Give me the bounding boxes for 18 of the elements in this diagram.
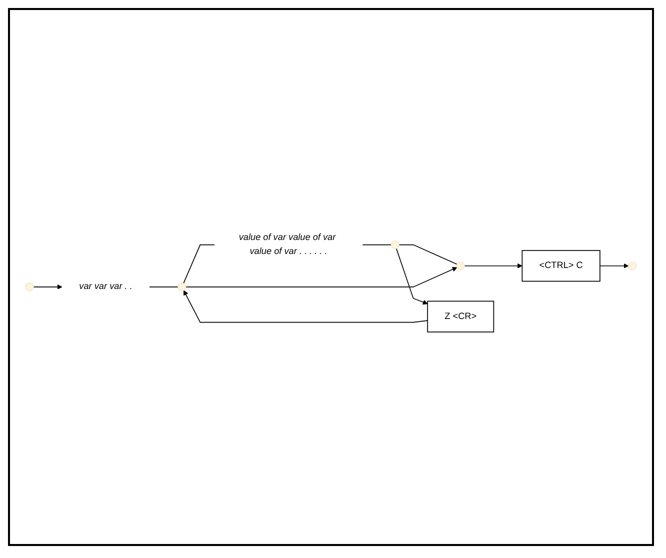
node-circle: [390, 240, 400, 249]
connector: [398, 244, 458, 264]
arrow: [184, 290, 428, 322]
connector: [149, 286, 178, 288]
arrow: [186, 266, 458, 288]
node-text: var var var . .: [79, 282, 132, 292]
node-box: [427, 300, 494, 332]
arrow: [600, 263, 629, 268]
connector: [183, 244, 215, 284]
arrow: [464, 263, 522, 268]
diagram-frame: var var var . . value of var value of var value of var . . . . . . Z <CR> <CTRL> C: [8, 8, 654, 546]
arrow: [33, 284, 62, 290]
node-box: [522, 250, 600, 282]
node-circle: [456, 261, 465, 270]
node-text: value of var value of var value of var . . . . . .: [238, 232, 336, 256]
node-circle: [178, 282, 186, 291]
arrow: [396, 248, 428, 304]
connector: [362, 244, 392, 245]
